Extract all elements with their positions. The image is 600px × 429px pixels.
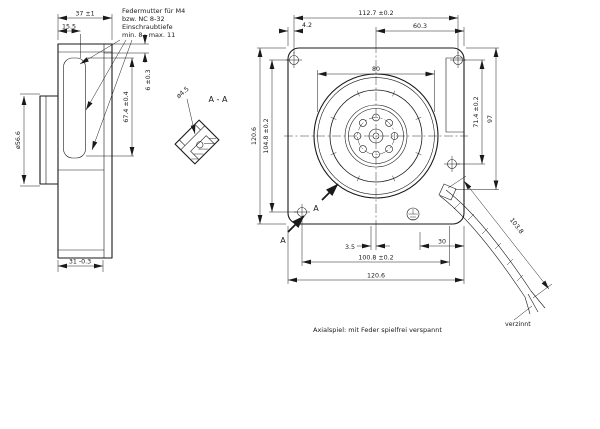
note-leader-line	[91, 39, 133, 151]
impeller-ticks	[330, 90, 422, 182]
note-line-2: bzw. NC 8-32	[122, 15, 165, 23]
note-leader-line	[85, 39, 127, 111]
side-outlet-edge	[445, 57, 464, 133]
dim-side-depth-front: 15.5	[62, 24, 76, 31]
wire-finish-label: verzinnt	[505, 321, 531, 328]
dim-hole-pitch-bottom: 100.8 ±0.2	[358, 255, 393, 262]
note-line-3: Einschraubtiefe	[122, 23, 173, 31]
dim-hole-pitch-left: 104.8 ±0.2	[263, 118, 270, 153]
wire-exit-grommet	[438, 183, 457, 201]
side-view-dimensions: 37 ±1 15.5 ø56.6 31 -0.3 67.4 ±0.4 6 ±0.…	[15, 11, 152, 272]
spring-nut-hole	[196, 141, 204, 149]
section-detail-label: A - A	[209, 95, 228, 104]
dim-bottom-small-offset: 3.5	[345, 244, 355, 251]
dim-side-height-slot: 67.4 ±0.4	[123, 91, 130, 122]
section-arrow-label-2: A	[280, 236, 286, 245]
dim-top-right-offset: 60.3	[413, 23, 427, 30]
impeller-outline	[329, 89, 423, 183]
side-view	[39, 43, 113, 259]
dim-inlet-diameter: 80	[372, 66, 380, 73]
hub-center	[368, 128, 384, 144]
dim-side-offset-small: 6 ±0.3	[145, 69, 152, 90]
centerlines	[284, 44, 468, 228]
dim-housing-height: 120.6	[251, 127, 258, 145]
earth-ground-symbol	[406, 207, 420, 221]
dim-top-left-offset: 4.2	[302, 22, 312, 29]
wire-ends	[524, 290, 546, 315]
dim-right-outer-height: 97	[487, 115, 494, 123]
dim-housing-width: 120.6	[367, 273, 385, 280]
hub-holes	[353, 113, 399, 159]
axial-play-note: Axialspiel: mit Feder spielfrei verspann…	[313, 326, 442, 334]
dim-side-depth-total: 37 ±1	[75, 11, 94, 18]
section-arrows: A A	[280, 183, 339, 245]
federmutter-note: Federmutter für M4 bzw. NC 8-32 Einschra…	[79, 7, 185, 151]
note-line-1: Federmutter für M4	[122, 7, 185, 15]
dim-side-depth-housing: 31 -0.3	[69, 259, 91, 266]
verzinnt-leader	[513, 305, 533, 321]
front-view-dimensions: 112.7 ±0.2 60.3 4.2 80 104.8 ±0.2 120.6 …	[251, 10, 499, 284]
section-arrow-label-1: A	[313, 204, 319, 213]
note-line-4: min. 8 , max. 11	[122, 31, 175, 39]
outlet-flange	[39, 95, 58, 185]
bolt-circle	[357, 117, 395, 155]
front-view	[284, 44, 468, 228]
dim-hole-pitch-top: 112.7 ±0.2	[358, 10, 393, 17]
detail-leader-line	[186, 98, 196, 135]
mounting-slot	[63, 57, 86, 159]
dim-outlet-diameter: ø56.6	[15, 131, 22, 149]
dim-bottom-right-offset: 30	[438, 239, 446, 246]
dim-right-inner-height: 71.4 ±0.2	[473, 96, 480, 127]
